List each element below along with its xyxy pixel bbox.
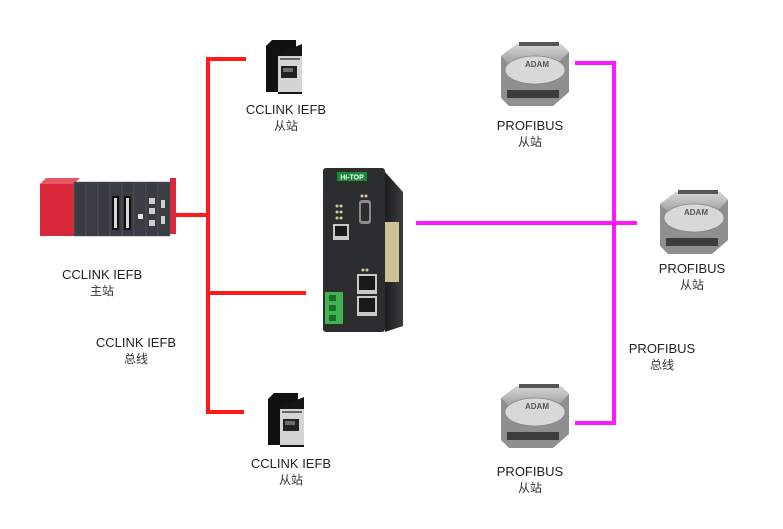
master-role: 主站 xyxy=(89,284,114,298)
profibus-bus-role: 总线 xyxy=(649,358,674,372)
profibus-slave-role: 从站 xyxy=(679,278,704,292)
cclink-bus-name: CCLINK IEFB xyxy=(95,335,177,350)
master-label: CCLINK IEFB 主站 xyxy=(62,266,142,300)
profibus-slave-role: 从站 xyxy=(517,135,542,149)
adam-io-module-icon: ADAM xyxy=(501,384,569,448)
profibus-bus xyxy=(416,61,637,425)
profibus-slave-label-bottom: PROFIBUS 从站 xyxy=(490,463,570,497)
cclink-slave-role: 从站 xyxy=(273,119,298,133)
profibus-slave-name: PROFIBUS xyxy=(496,118,564,133)
cclink-slave-label-bottom: CCLINK IEFB 从站 xyxy=(249,455,333,489)
cclink-slave-name: CCLINK IEFB xyxy=(250,456,332,471)
cclink-slave-role: 从站 xyxy=(278,473,303,487)
adam-brand: ADAM xyxy=(684,208,708,217)
cclink-slave-name: CCLINK IEFB xyxy=(245,102,327,117)
profibus-bus-name: PROFIBUS xyxy=(628,341,696,356)
adam-brand: ADAM xyxy=(525,60,549,69)
gateway-module-icon: HI-TOP xyxy=(323,168,403,332)
adam-brand: ADAM xyxy=(525,402,549,411)
cclink-slave-label-top: CCLINK IEFB 从站 xyxy=(244,101,328,135)
profibus-slave-name: PROFIBUS xyxy=(496,464,564,479)
inverter-drive-icon xyxy=(266,40,302,94)
inverter-drive-icon xyxy=(268,393,304,447)
cclink-bus-role: 总线 xyxy=(123,352,148,366)
profibus-slave-name: PROFIBUS xyxy=(658,261,726,276)
profibus-slave-label-top: PROFIBUS 从站 xyxy=(490,117,570,151)
profibus-bus-label: PROFIBUS 总线 xyxy=(622,340,702,374)
master-name: CCLINK IEFB xyxy=(62,267,143,282)
gateway-brand-logo: HI-TOP xyxy=(340,175,364,182)
cclink-bus-label: CCLINK IEFB 总线 xyxy=(94,334,178,368)
plc-rack-icon xyxy=(40,178,176,237)
adam-io-module-icon: ADAM xyxy=(660,190,728,254)
profibus-slave-role: 从站 xyxy=(517,481,542,495)
profibus-slave-label-right: PROFIBUS 从站 xyxy=(652,260,732,294)
adam-io-module-icon: ADAM xyxy=(501,42,569,106)
